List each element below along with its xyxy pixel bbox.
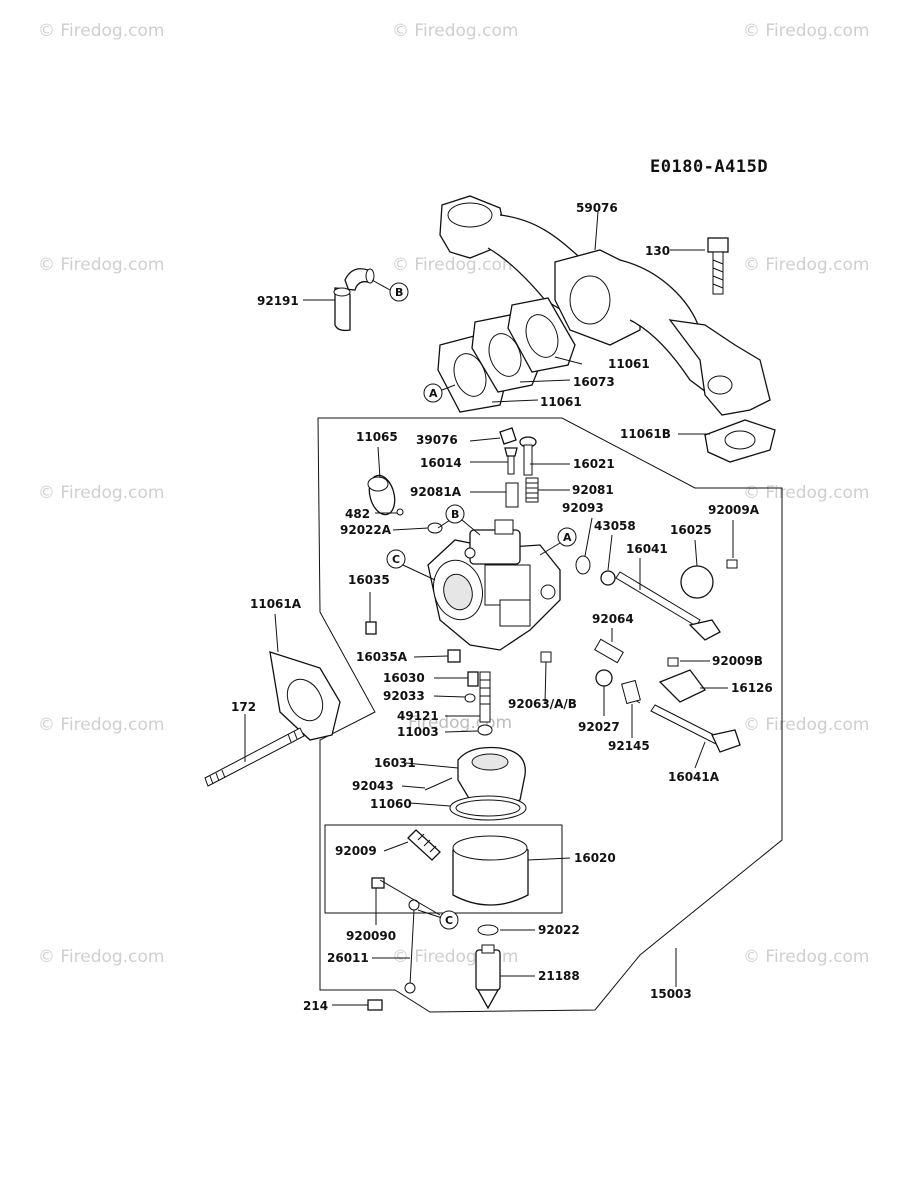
part-label-92009B: 92009B <box>712 654 763 668</box>
part-label-49121: 49121 <box>397 709 439 723</box>
watermark: © Firedog.com <box>38 947 164 967</box>
callout-letter-a: A <box>429 387 438 400</box>
watermark: © Firedog.com <box>38 715 164 735</box>
part-label-92033: 92033 <box>383 689 425 703</box>
part-label-16041: 16041 <box>626 542 668 556</box>
part-label-92081A: 92081A <box>410 485 462 499</box>
gasket-11061A <box>269 651 341 741</box>
callouts: A B A B C C <box>371 279 577 930</box>
part-label-11065: 11065 <box>356 430 398 444</box>
part-label-16031: 16031 <box>374 756 416 770</box>
part-label-16041A: 16041A <box>668 770 720 784</box>
part-label-92022A: 92022A <box>340 523 392 537</box>
callout-circle-b <box>389 282 409 302</box>
part-label-92027: 92027 <box>578 720 620 734</box>
watermarks: © Firedog.com © Firedog.com © Firedog.co… <box>38 21 869 967</box>
part-label-15003: 15003 <box>650 987 692 1001</box>
callout-letter-b: B <box>451 508 459 521</box>
float-jets <box>424 671 527 821</box>
part-label-16021: 16021 <box>573 457 615 471</box>
watermark: © Firedog.com <box>743 947 869 967</box>
part-label-11061: 11061 <box>608 357 650 371</box>
part-label-92064: 92064 <box>592 612 634 626</box>
hose-92191 <box>333 268 375 332</box>
watermark: © Firedog.com <box>38 483 164 503</box>
callout-letter-a: A <box>563 531 572 544</box>
part-label-21188: 21188 <box>538 969 580 983</box>
part-label-11061B: 11061B <box>620 427 671 441</box>
small-parts-upper <box>365 427 738 663</box>
part-label-16073: 16073 <box>573 375 615 389</box>
part-label-11003: 11003 <box>397 725 439 739</box>
part-label-16020: 16020 <box>574 851 616 865</box>
callout-letter-b: B <box>395 286 403 299</box>
callout-letter-c: C <box>392 553 400 566</box>
part-label-92022: 92022 <box>538 923 580 937</box>
small-parts-right <box>540 638 741 753</box>
watermark: © Firedog.com <box>743 715 869 735</box>
part-label-130: 130 <box>645 244 670 258</box>
part-label-39076: 39076 <box>416 433 458 447</box>
part-label-11060: 11060 <box>370 797 412 811</box>
callout-circle-a <box>423 383 443 403</box>
callout-circle-c <box>386 549 406 569</box>
diagram-code: E0180-A415D <box>650 157 768 177</box>
part-label-214: 214 <box>303 999 328 1013</box>
part-label-59076: 59076 <box>576 201 618 215</box>
watermark: © Firedog.com <box>38 255 164 275</box>
part-label-11061A: 11061A <box>250 597 302 611</box>
watermark: © Firedog.com <box>392 255 518 275</box>
part-label-16030: 16030 <box>383 671 425 685</box>
stud-172 <box>204 727 305 787</box>
watermark: © Firedog.com <box>743 21 869 41</box>
part-labels: 59076 130 92191 11061 16073 11061 11061B… <box>231 201 773 1013</box>
callout-circle-c <box>439 910 459 930</box>
part-label-92093: 92093 <box>562 501 604 515</box>
callout-circle-b <box>445 504 465 524</box>
watermark: © Firedog.com <box>392 21 518 41</box>
part-label-16025: 16025 <box>670 523 712 537</box>
part-label-920090: 920090 <box>346 929 396 943</box>
watermark: © Firedog.com <box>38 21 164 41</box>
part-label-16126: 16126 <box>731 681 773 695</box>
bolt-130 <box>707 237 729 295</box>
part-label-92191: 92191 <box>257 294 299 308</box>
part-label-92009: 92009 <box>335 844 377 858</box>
part-label-16035: 16035 <box>348 573 390 587</box>
gaskets-stack <box>437 297 576 413</box>
part-label-16014: 16014 <box>420 456 462 470</box>
part-label-26011: 26011 <box>327 951 369 965</box>
part-label-482: 482 <box>345 507 370 521</box>
carburetor-body <box>427 519 561 651</box>
part-label-16035A: 16035A <box>356 650 408 664</box>
leader-lines <box>244 211 734 1006</box>
watermark: © Firedog.com <box>743 255 869 275</box>
part-label-92009A: 92009A <box>708 503 760 517</box>
float-bowl <box>324 824 563 1010</box>
gasket-11061B <box>704 419 776 463</box>
part-label-92063: 92063/A/B <box>508 697 577 711</box>
callout-letter-c: C <box>445 914 453 927</box>
intake-manifold <box>439 195 771 416</box>
part-label-92081: 92081 <box>572 483 614 497</box>
watermark: © Firedog.com <box>743 483 869 503</box>
part-label-11061: 11061 <box>540 395 582 409</box>
part-label-43058: 43058 <box>594 519 636 533</box>
callout-circle-a <box>557 527 577 547</box>
part-label-172: 172 <box>231 700 256 714</box>
part-label-92145: 92145 <box>608 739 650 753</box>
part-label-92043: 92043 <box>352 779 394 793</box>
